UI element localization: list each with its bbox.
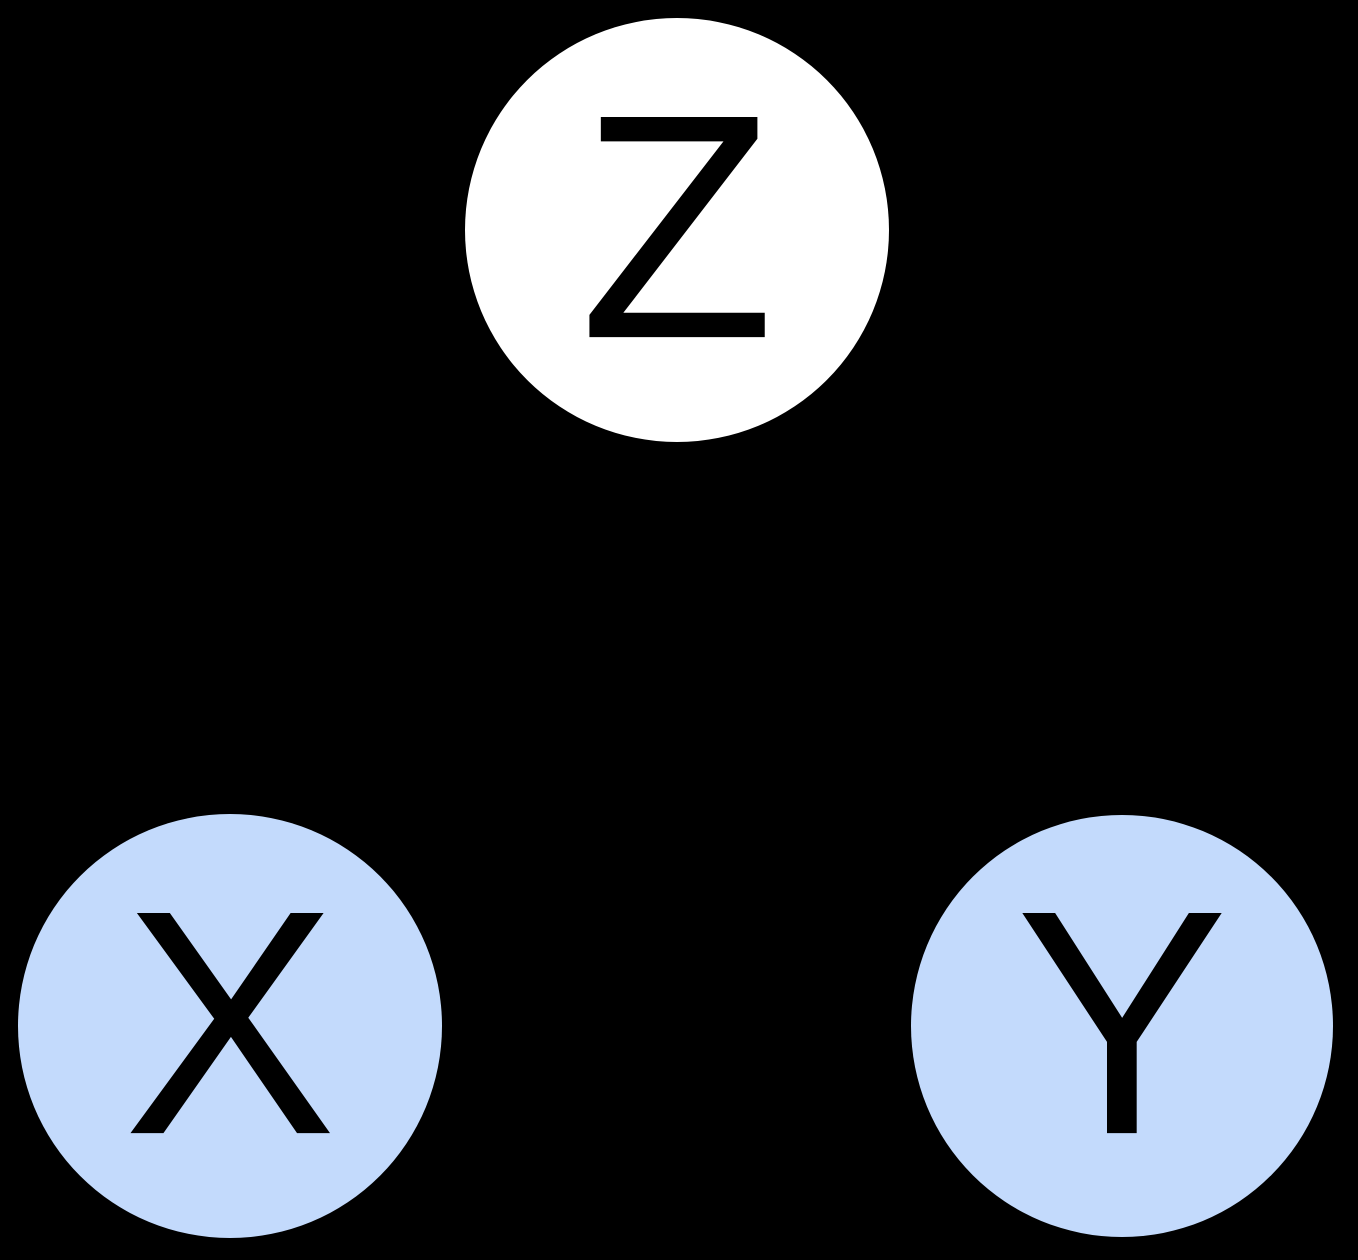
graph-node-z-label: Z	[579, 47, 775, 406]
graph-node-x[interactable]: X	[18, 814, 442, 1238]
graph-node-x-label: X	[123, 843, 337, 1202]
graph-node-y-label: Y	[1015, 843, 1229, 1202]
graph-node-y[interactable]: Y	[911, 815, 1333, 1237]
graph-node-z[interactable]: Z	[465, 18, 889, 442]
